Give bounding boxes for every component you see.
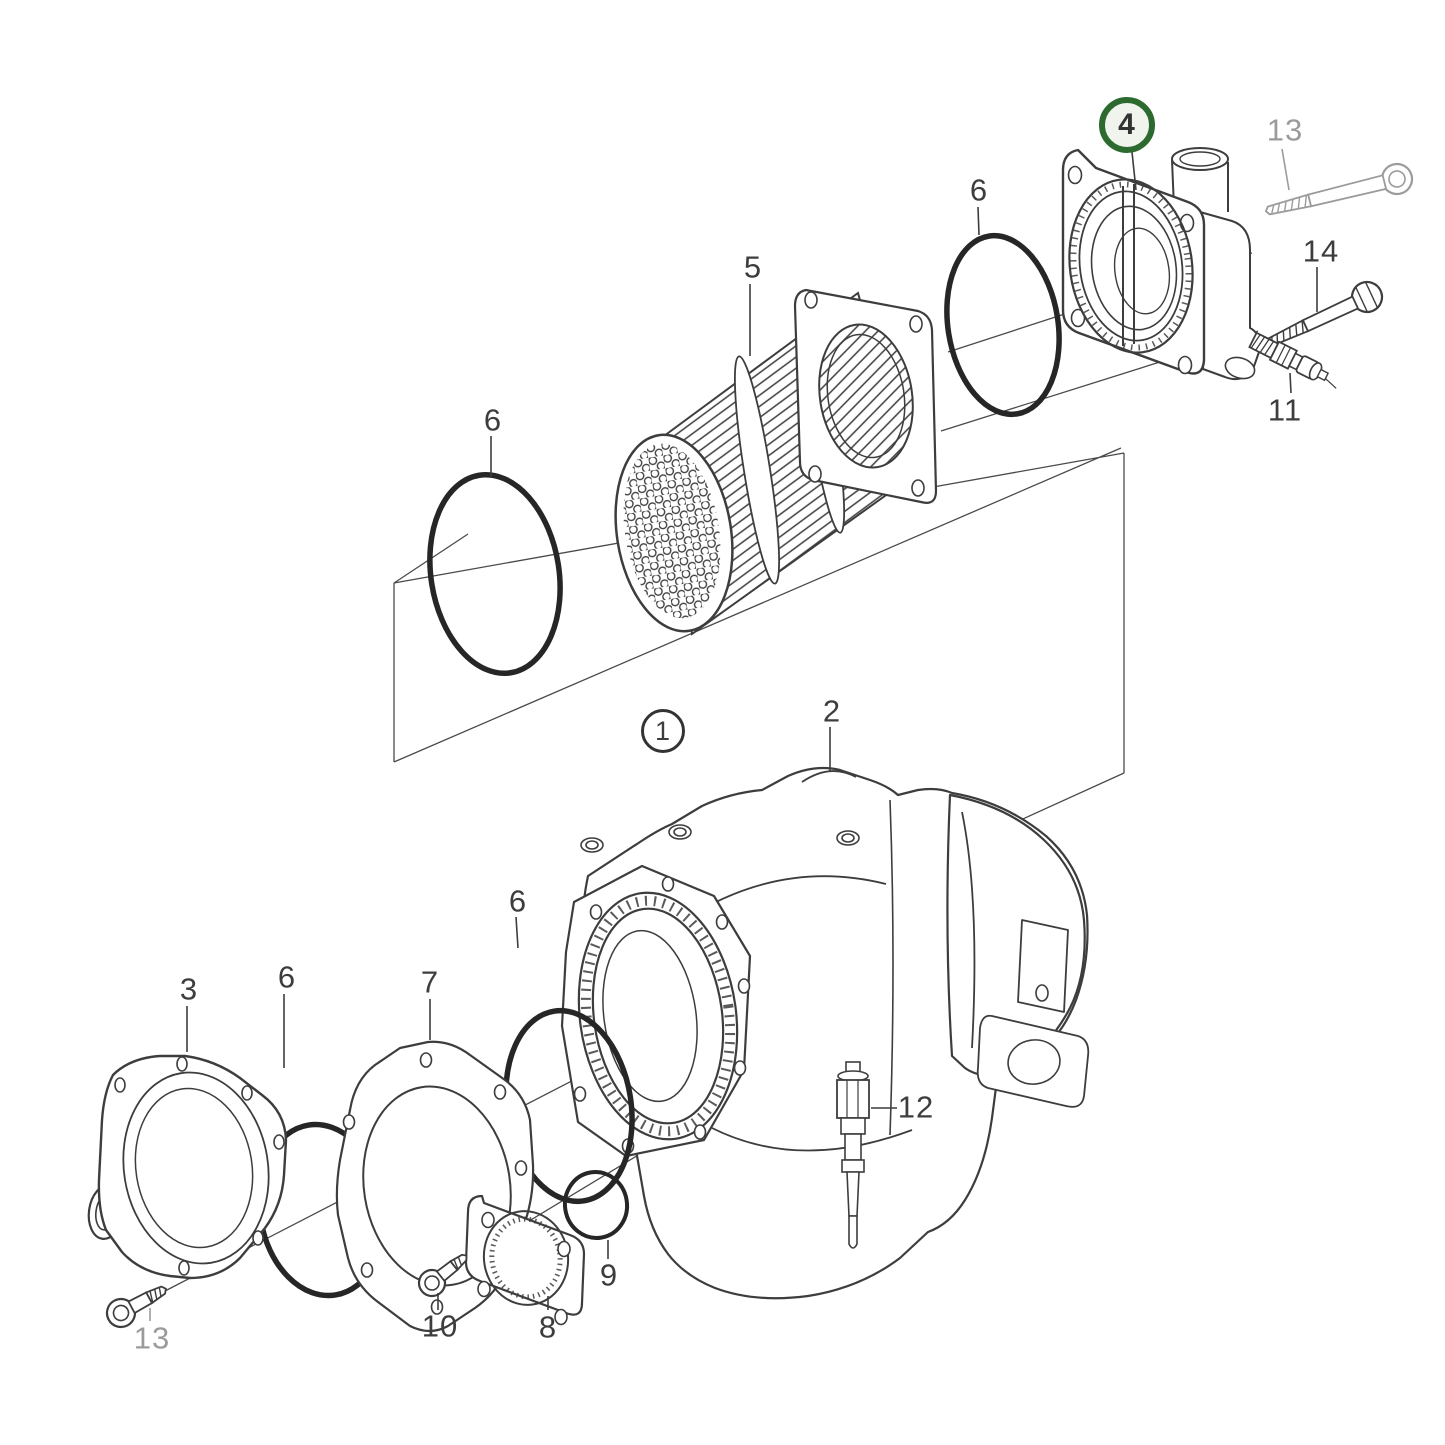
callout-6c[interactable]: 6 (277, 959, 297, 995)
callout-6d[interactable]: 6 (508, 883, 528, 919)
callout-9[interactable]: 9 (599, 1257, 619, 1293)
housing-top-bosses (580, 824, 860, 853)
callout-11[interactable]: 11 (1267, 392, 1303, 428)
part-3-end-cover (87, 1054, 288, 1280)
bolt-13-bottom (105, 1285, 167, 1329)
oring-9 (562, 1170, 630, 1240)
callout-5[interactable]: 5 (743, 249, 763, 285)
callout-7[interactable]: 7 (420, 964, 440, 1000)
callout-4-selected[interactable]: 4 (1099, 97, 1155, 153)
flange8-holes (477, 1211, 571, 1326)
part-8-flange (464, 1194, 586, 1326)
callout-14[interactable]: 14 (1302, 233, 1340, 269)
part-12-fitting (836, 1061, 870, 1249)
callout-10[interactable]: 10 (421, 1308, 459, 1344)
orings-6 (256, 232, 1062, 1299)
callout-3[interactable]: 3 (179, 971, 199, 1007)
callout-2[interactable]: 2 (822, 693, 842, 729)
callout-8[interactable]: 8 (538, 1309, 558, 1345)
callout-6a[interactable]: 6 (969, 172, 989, 208)
callout-13-top[interactable]: 13 (1266, 112, 1304, 148)
callout-12[interactable]: 12 (897, 1089, 935, 1125)
callout-6b[interactable]: 6 (483, 402, 503, 438)
cover3-bolt-holes (114, 1056, 285, 1276)
part-5-core (614, 288, 938, 636)
leader-lines (186, 151, 1318, 1310)
oring-6b (427, 471, 563, 677)
callout-1[interactable]: 1 (641, 709, 685, 753)
oring-6a (944, 232, 1062, 418)
part-2-housing (560, 766, 1090, 1300)
callout-13-bottom[interactable]: 13 (133, 1320, 171, 1356)
part-4-end-cover (1061, 147, 1261, 381)
bolt-10 (417, 1253, 468, 1298)
leader-lines-muted (149, 148, 1290, 1321)
bolt-13-top (1264, 162, 1414, 216)
part-11-fitting (1248, 331, 1337, 389)
core-flange-holes (804, 291, 925, 497)
